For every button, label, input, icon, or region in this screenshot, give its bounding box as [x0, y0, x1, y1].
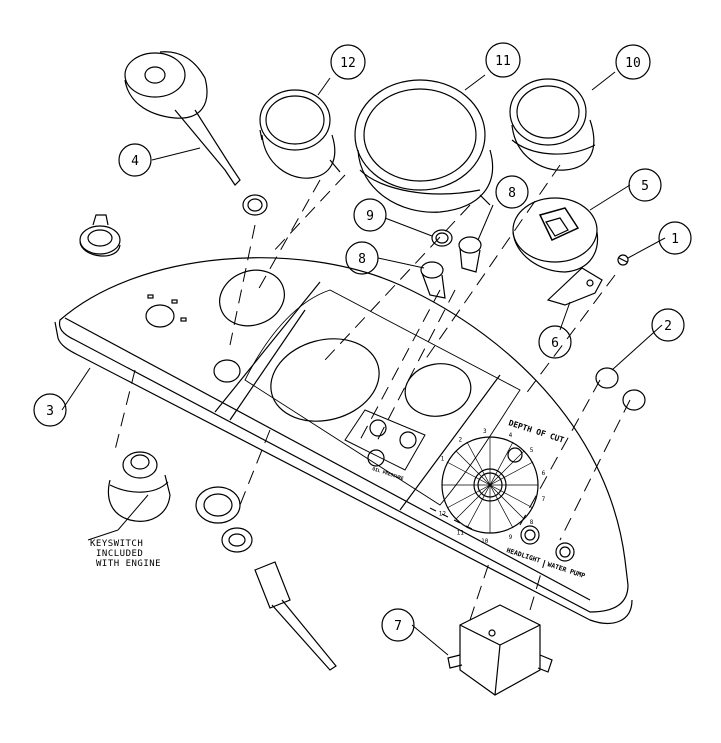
svg-text:12: 12 — [340, 56, 356, 71]
keyswitch-lower — [107, 451, 171, 522]
svg-text:7: 7 — [394, 619, 402, 634]
callout-12: 12 — [330, 44, 366, 80]
svg-text:3: 3 — [46, 404, 54, 419]
svg-text:10: 10 — [625, 56, 641, 71]
gauge-large-center — [354, 79, 494, 213]
callout-11: 11 — [485, 42, 521, 78]
fuel-cap — [512, 197, 599, 273]
dial-number: 1 — [441, 456, 445, 463]
dash-panel — [54, 257, 633, 624]
svg-text:2: 2 — [664, 319, 672, 334]
dial-number: 5 — [530, 447, 534, 454]
callout-10: 10 — [615, 44, 651, 80]
callouts: 1 2 3 4 5 6 7 8 — [33, 42, 692, 642]
depth-of-cut-label: DEPTH OF CUT — [507, 418, 565, 444]
key-switch — [79, 214, 121, 257]
bracket-and-screw — [546, 254, 629, 306]
note-line-3: WITH ENGINE — [96, 559, 161, 569]
callout-9: 9 — [353, 198, 387, 232]
gauge-right — [509, 78, 596, 171]
dial-number: 7 — [542, 496, 546, 503]
callout-4: 4 — [118, 143, 152, 177]
svg-text:6: 6 — [551, 336, 559, 351]
svg-text:9: 9 — [366, 209, 374, 224]
dial-number: 9 — [509, 534, 513, 541]
ignition-switch-assembly — [124, 51, 268, 216]
headlight-label: HEADLIGHT — [505, 546, 541, 565]
note-line-1: KEYSWITCH — [90, 539, 143, 549]
dial-number: 4 — [509, 432, 513, 439]
indicator-lights — [420, 229, 482, 299]
dial-number: 3 — [483, 428, 487, 435]
gauge-small-left — [259, 89, 341, 179]
callout-8-lower: 8 — [345, 241, 379, 275]
callout-7: 7 — [381, 608, 415, 642]
water-pump-label: WATER PUMP — [546, 560, 586, 580]
plugs — [595, 367, 646, 411]
callout-3: 3 — [33, 393, 67, 427]
cable-and-fittings — [195, 486, 337, 671]
dial-number: 6 — [542, 470, 546, 477]
dial-number: 11 — [457, 529, 465, 536]
svg-text:8: 8 — [358, 252, 366, 267]
svg-text:11: 11 — [495, 54, 511, 69]
note-line-2: INCLUDED — [96, 549, 143, 559]
dial-number: 10 — [481, 538, 489, 545]
callout-2: 2 — [651, 308, 685, 342]
svg-text:4: 4 — [131, 154, 139, 169]
callout-6: 6 — [538, 325, 572, 359]
callout-1: 1 — [658, 221, 692, 255]
dial-number: 12 — [439, 511, 447, 518]
water-pump-switch — [447, 604, 553, 696]
svg-text:5: 5 — [641, 179, 649, 194]
oil-pressure-label: OIL PRESSURE — [371, 466, 404, 482]
callout-5: 5 — [628, 168, 662, 202]
svg-text:8: 8 — [508, 186, 516, 201]
keyswitch-note: KEYSWITCH INCLUDED WITH ENGINE — [90, 539, 161, 569]
dial-number: 8 — [530, 519, 534, 526]
svg-text:1: 1 — [671, 232, 679, 247]
callout-8-upper: 8 — [495, 175, 529, 209]
dial-number: 2 — [458, 437, 462, 444]
